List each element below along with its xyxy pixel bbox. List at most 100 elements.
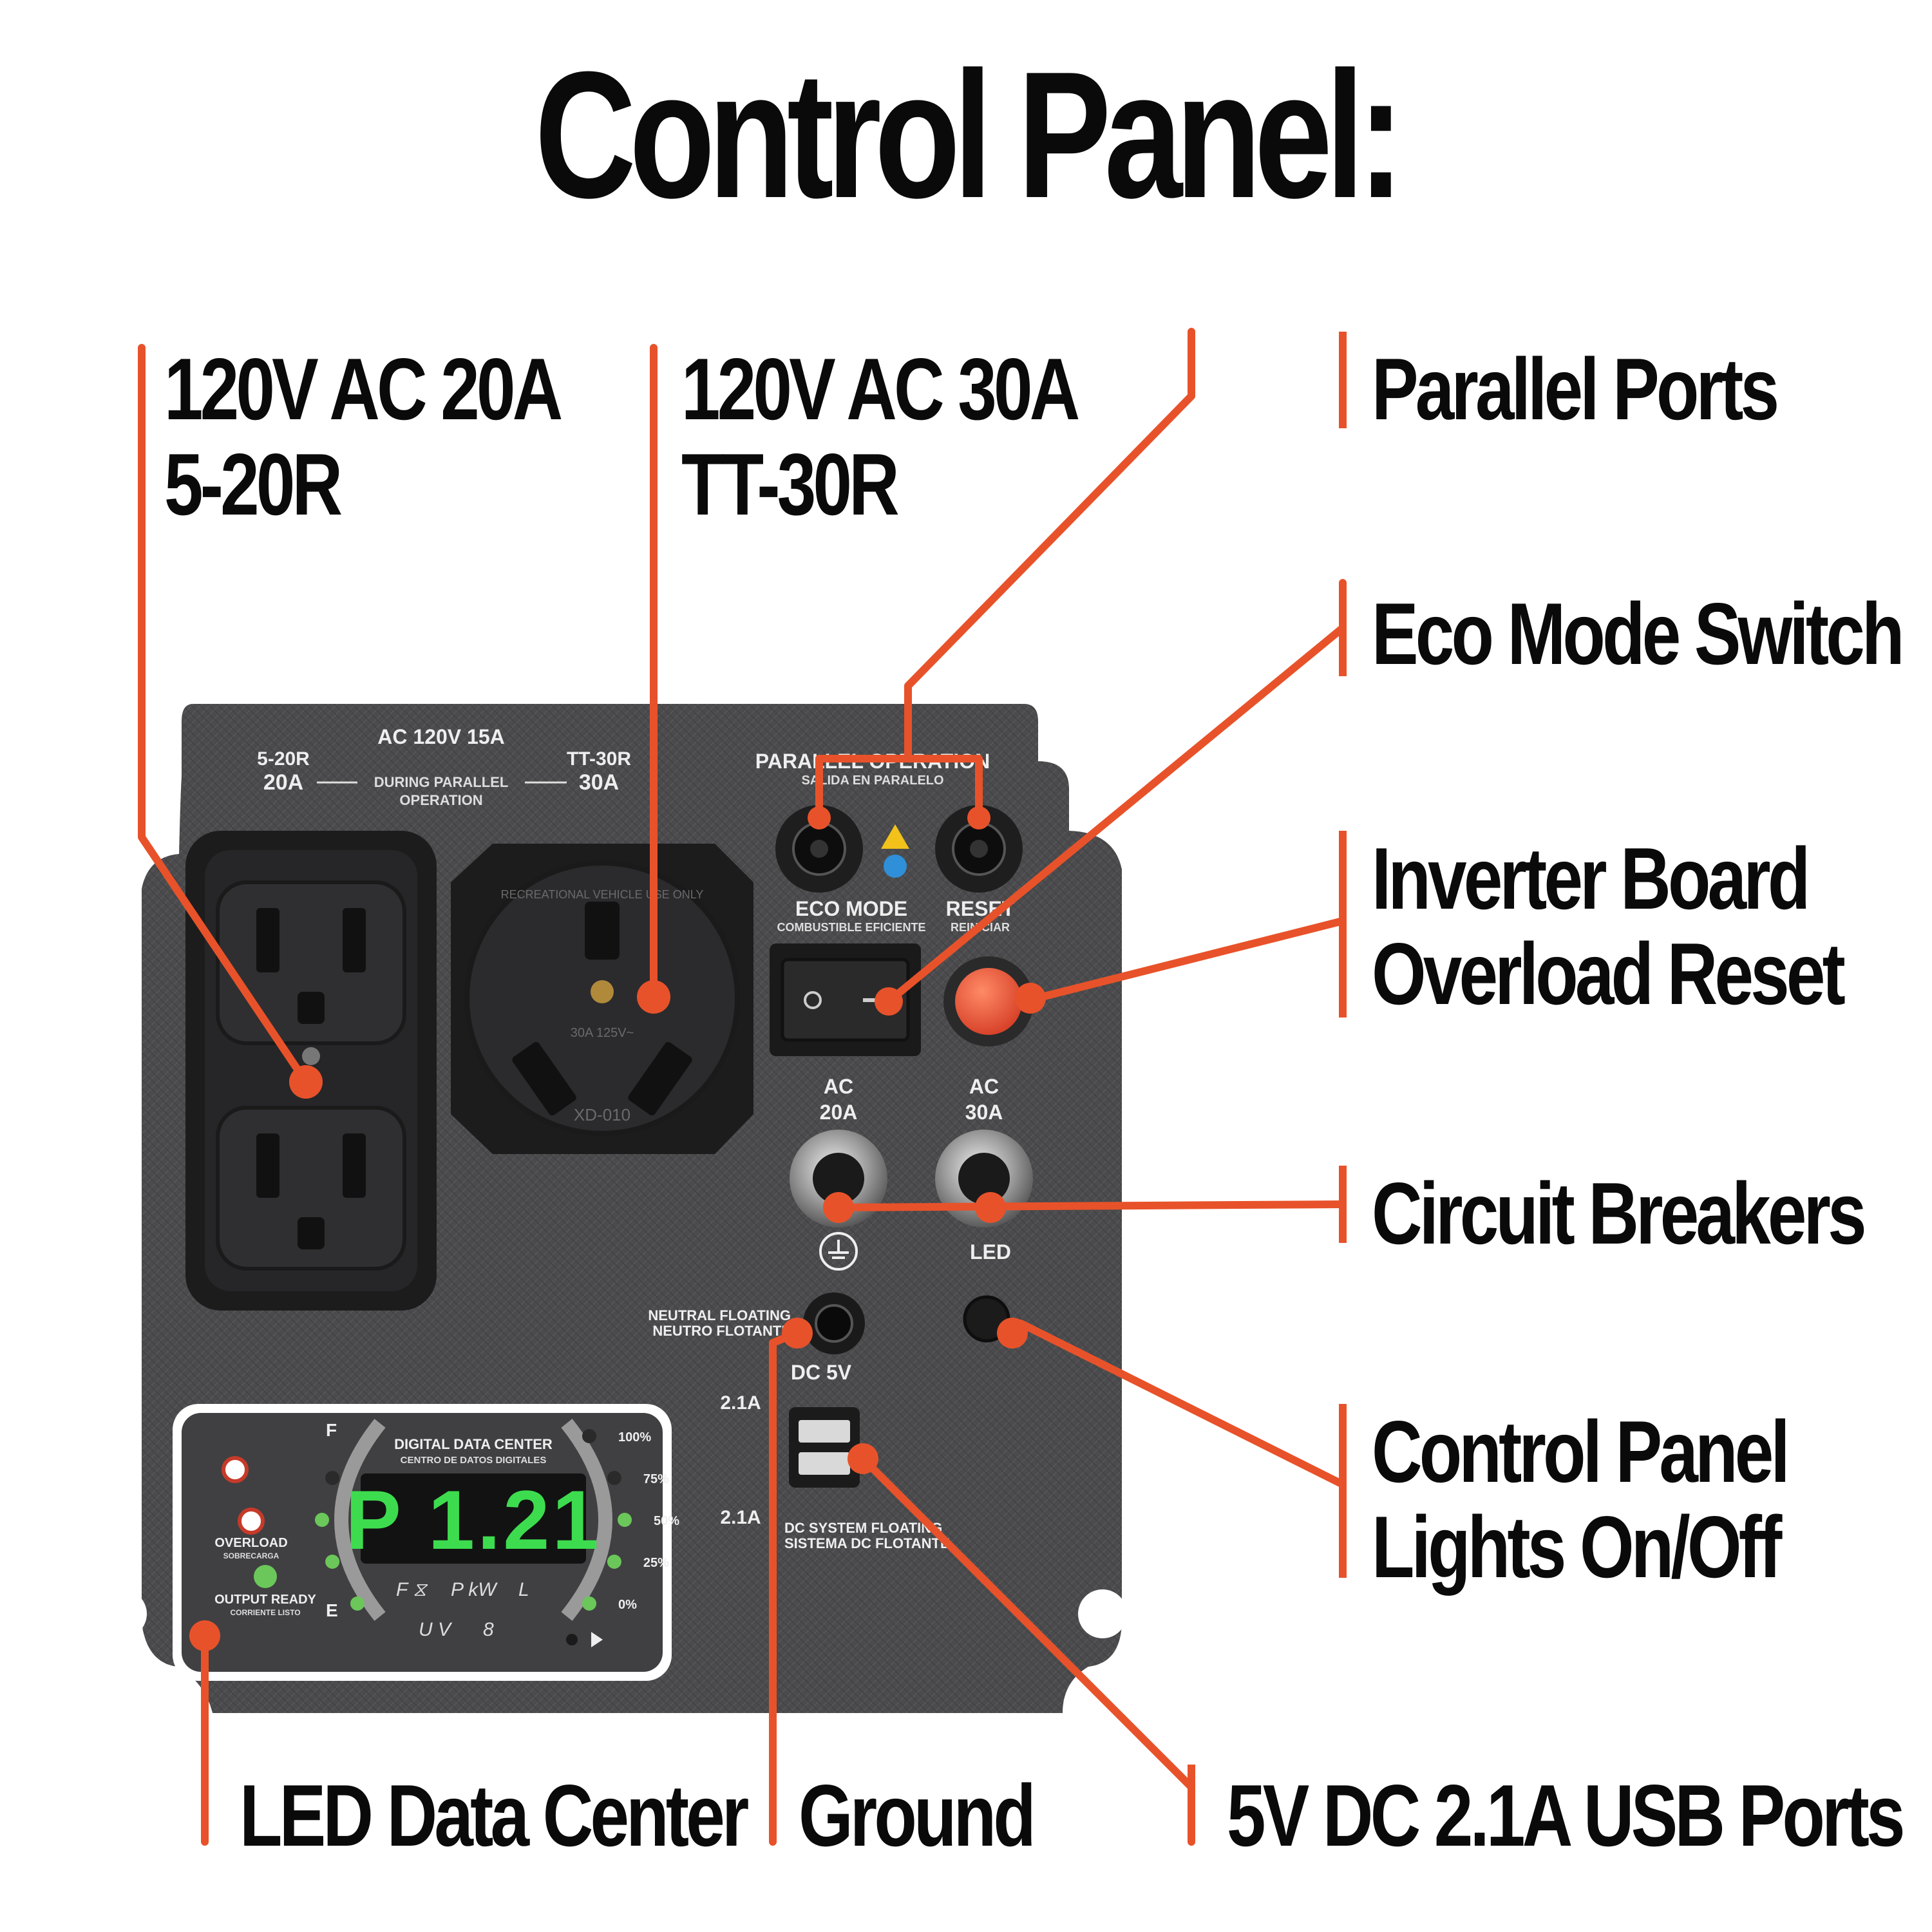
load-level-led [607, 1555, 621, 1569]
callout-ground: Ground [799, 1766, 1036, 1864]
mount-hole [1078, 1589, 1127, 1638]
callout-led-data-center-line1: LED Data Center [240, 1766, 749, 1864]
warning-icon [881, 824, 909, 849]
dc-5v-label: DC 5V [791, 1361, 852, 1384]
left-outlet-amps-label: 20A [263, 770, 303, 795]
eco-mode-es-label: COMBUSTIBLE EFICIENTE [777, 921, 925, 934]
load-level-led [618, 1513, 632, 1527]
callout-dot [782, 1318, 813, 1349]
eco-mode-label: ECO MODE [795, 897, 907, 920]
callout-dot [189, 1620, 220, 1651]
right-outlet-amps-label: 30A [579, 770, 619, 795]
mount-hole [97, 772, 141, 815]
callout-led-data-center: LED Data Center [240, 1766, 749, 1864]
callout-line-parallel-port-right [904, 755, 983, 822]
display-value: P 1.21 [345, 1473, 601, 1567]
mode-button-dot[interactable] [566, 1634, 578, 1645]
manual-icon [884, 855, 907, 878]
overload-label: OVERLOAD [214, 1536, 287, 1550]
load-level-label: 100% [618, 1430, 651, 1444]
load-gauge-arc [561, 1419, 612, 1621]
overload-light [238, 1508, 265, 1535]
callout-dot [637, 980, 670, 1014]
dc-system-floating-es-label: SISTEMA DC FLOTANTE [784, 1535, 950, 1551]
overload-es-label: SOBRECARGA [223, 1551, 279, 1560]
callout-panel-lights-line2: Lights On/Off [1372, 1498, 1782, 1596]
parallel-port-right[interactable] [935, 805, 1023, 893]
receptacle-rating: 30A 125V~ [571, 1026, 634, 1040]
parallel-note-line2: OPERATION [399, 792, 482, 808]
callout-overload-reset-line2: Overload Reset [1372, 925, 1846, 1023]
mode-icon-fuel: L [518, 1579, 529, 1600]
circuit-breaker-20a[interactable] [790, 1130, 887, 1227]
mode-play-icon[interactable] [591, 1632, 603, 1647]
eco-mode-switch[interactable] [770, 943, 921, 1056]
fuel-level-led [350, 1596, 365, 1611]
load-level-label: 50% [654, 1514, 679, 1528]
digital-display [361, 1473, 586, 1564]
usb-bottom-amps-label: 2.1A [720, 1507, 761, 1528]
callout-outlet-30a: 120V AC 30A TT-30R [681, 340, 1080, 532]
breaker-20a-line2: 20A [820, 1101, 858, 1124]
left-outlet-type-label: 5-20R [257, 748, 310, 770]
receptacle-ring-text: RECREATIONAL VEHICLE USE ONLY [501, 888, 704, 901]
rv-outlet-tt-30r[interactable]: XD-010 30A 125V~ RECREATIONAL VEHICLE US… [451, 844, 753, 1154]
callout-circuit-breakers: Circuit Breakers [1372, 1164, 1867, 1262]
fuel-level-led [325, 1555, 340, 1569]
callout-outlet-20a-line2: 5-20R [164, 435, 343, 533]
callout-dot [1015, 983, 1046, 1014]
callout-circuit-breakers-line1: Circuit Breakers [1372, 1164, 1867, 1262]
load-level-label: 75% [643, 1472, 669, 1486]
duplex-outlet-5-20r[interactable] [185, 831, 437, 1311]
usb-ports[interactable] [789, 1407, 860, 1488]
mode-icon-hours: 8 [483, 1619, 494, 1640]
callout-parallel-ports: Parallel Ports [1372, 340, 1779, 438]
load-level-label: 0% [618, 1598, 637, 1612]
mount-hole [1073, 772, 1117, 815]
parallel-operation-es-label: SALIDA EN PARALELO [801, 773, 943, 788]
fuel-level-led [315, 1513, 329, 1527]
callout-usb-ports-line1: 5V DC 2.1A USB Ports [1227, 1766, 1906, 1864]
output-ready-label: OUTPUT READY [214, 1593, 316, 1607]
usb-top-amps-label: 2.1A [720, 1392, 761, 1414]
callout-eco-mode-switch-line1: Eco Mode Switch [1372, 585, 1904, 683]
callout-dot [875, 987, 903, 1016]
callout-dot [289, 1065, 323, 1099]
overload-reset-button[interactable] [943, 956, 1034, 1046]
right-outlet-type-label: TT-30R [567, 748, 631, 770]
callout-ground-line1: Ground [799, 1766, 1036, 1864]
mount-hole [98, 1589, 147, 1638]
load-level-led [582, 1429, 596, 1443]
breaker-30a-line2: 30A [965, 1101, 1003, 1124]
callout-overload-reset: Inverter Board Overload Reset [1372, 829, 1846, 1023]
data-center-title: DIGITAL DATA CENTER [394, 1436, 553, 1452]
load-level-led [607, 1471, 621, 1485]
callout-dot [808, 806, 831, 829]
output-ready-es-label: CORRIENTE LISTO [230, 1608, 300, 1617]
ground-terminal[interactable] [803, 1293, 865, 1354]
fuel-full-label: F [326, 1420, 337, 1440]
callout-panel-lights-line1: Control Panel [1372, 1403, 1790, 1501]
ac-header-label: AC 120V 15A [377, 725, 504, 748]
callout-usb-ports: 5V DC 2.1A USB Ports [1227, 1766, 1906, 1864]
parallel-note-line1: DURING PARALLEL [374, 774, 509, 790]
dc-system-floating-label: DC SYSTEM FLOATING [784, 1520, 942, 1536]
receptacle-model: XD-010 [574, 1105, 630, 1124]
callout-dot [967, 806, 990, 829]
callout-parallel-ports-line1: Parallel Ports [1372, 340, 1779, 438]
load-level-label: 25% [643, 1556, 669, 1570]
led-data-center: OVERLOAD SOBRECARGA OUTPUT READY CORRIEN… [173, 1404, 679, 1681]
mode-icon-voltage: U V [419, 1619, 453, 1640]
parallel-port-left[interactable] [775, 805, 863, 893]
callout-overload-reset-line1: Inverter Board [1372, 829, 1810, 927]
callout-outlet-30a-line1: 120V AC 30A [681, 340, 1080, 438]
oil-warning-light [222, 1456, 249, 1483]
callout-line-panel-lights [1017, 1320, 1347, 1488]
callout-line-overload-reset [1020, 917, 1347, 1005]
fuel-gauge-arc [334, 1419, 386, 1621]
data-center-title-es: CENTRO DE DATOS DIGITALES [401, 1455, 547, 1466]
callout-line-breakers [835, 1200, 1347, 1211]
callout-outlet-20a-line1: 120V AC 20A [164, 340, 563, 438]
